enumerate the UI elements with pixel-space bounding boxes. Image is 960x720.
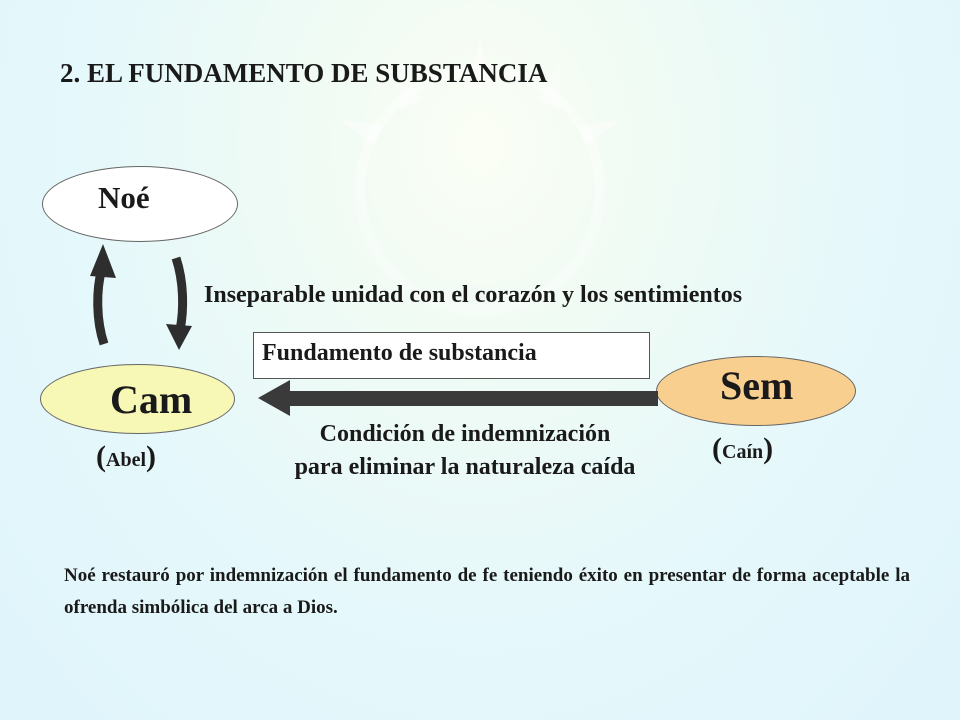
open-paren: ( bbox=[96, 440, 106, 473]
sem-node bbox=[656, 356, 856, 426]
abel-label: Abel bbox=[106, 449, 146, 471]
condition-text: Condición de indemnización para eliminar… bbox=[200, 418, 730, 484]
summary-paragraph: Noé restauró por indemnización el fundam… bbox=[64, 565, 910, 618]
unity-text: Inseparable unidad con el corazón y los … bbox=[204, 282, 743, 308]
substance-foundation-label: Fundamento de substancia bbox=[262, 340, 537, 366]
close-paren: ) bbox=[146, 440, 156, 473]
down-arrow bbox=[166, 256, 192, 350]
substance-foundation-box bbox=[253, 332, 650, 379]
cam-node bbox=[40, 364, 235, 434]
open-paren: ( bbox=[712, 432, 722, 465]
sem-role: (Caín) bbox=[712, 432, 773, 466]
cam-role: (Abel) bbox=[96, 440, 156, 474]
condition-line-1: Condición de indemnización bbox=[319, 421, 611, 447]
condition-line-2: para eliminar la naturaleza caída bbox=[294, 454, 636, 480]
cam-label: Cam bbox=[110, 377, 193, 422]
close-paren: ) bbox=[763, 432, 774, 465]
sem-label: Sem bbox=[720, 363, 794, 408]
page-title: 2. EL FUNDAMENTO DE SUBSTANCIA bbox=[60, 58, 548, 88]
up-arrow bbox=[90, 244, 116, 346]
noe-label: Noé bbox=[98, 180, 150, 215]
cain-label: Caín bbox=[722, 441, 764, 463]
noe-node bbox=[42, 166, 238, 242]
left-arrow bbox=[258, 380, 658, 416]
